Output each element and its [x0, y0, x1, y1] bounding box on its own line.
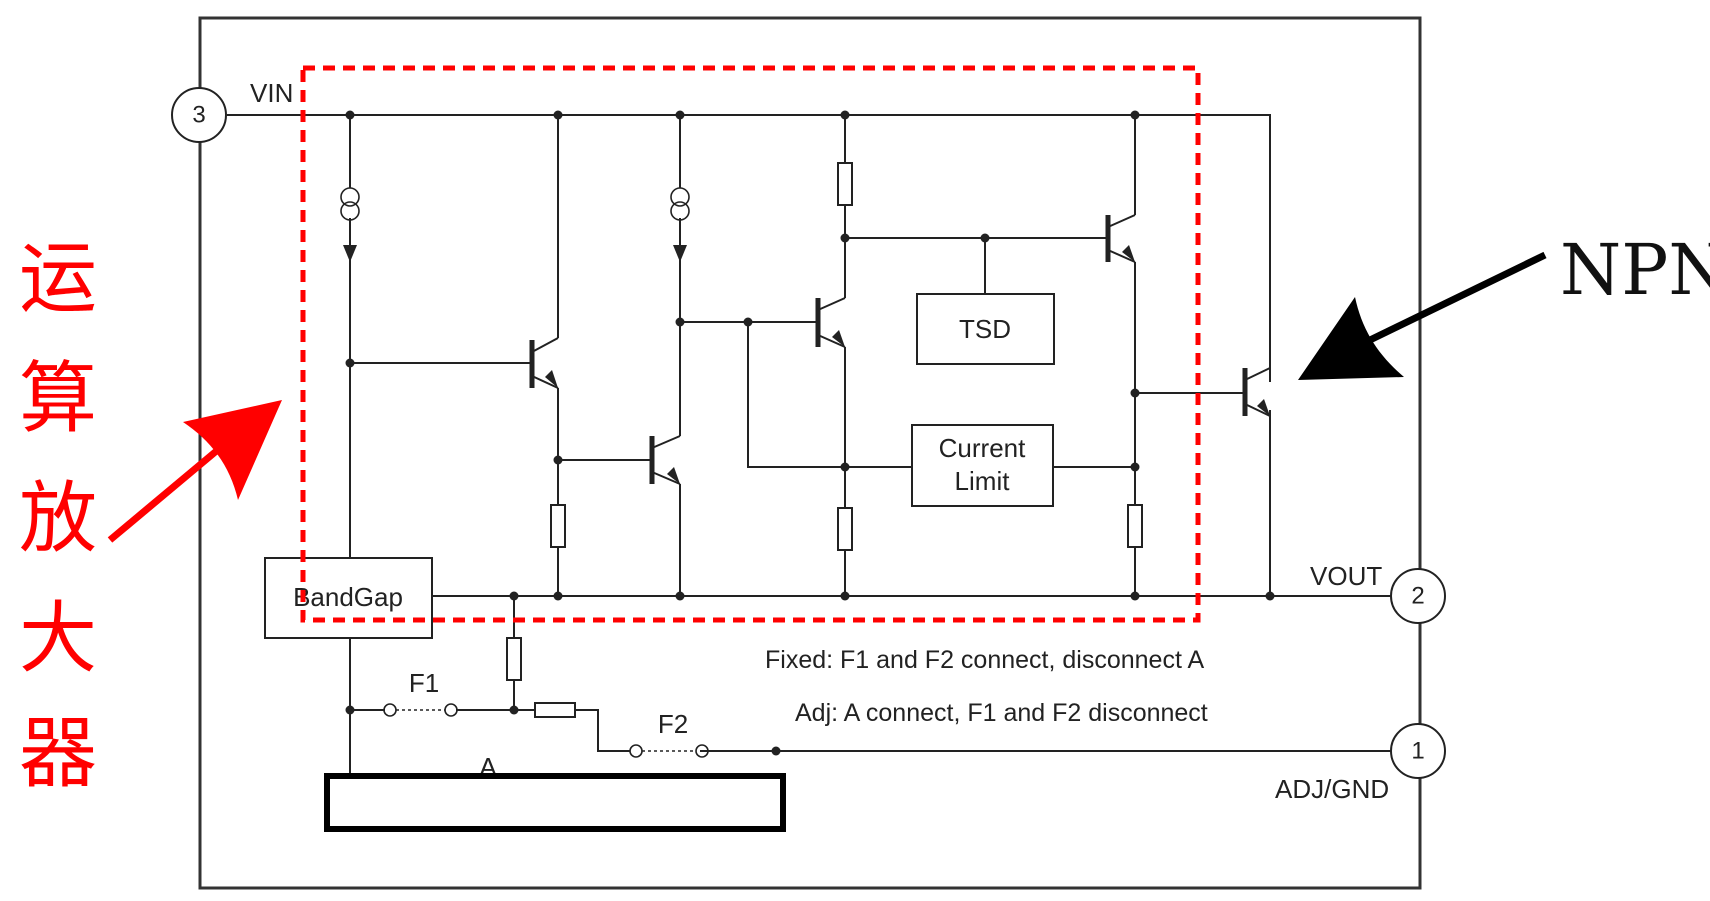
pin-vin: 3 VIN: [171, 78, 293, 143]
op-amp-char-3: 放: [19, 474, 97, 564]
wiring: [227, 114, 1393, 775]
pin-vin-number: 3: [192, 102, 205, 129]
pin-adj-label: ADJ/GND: [1275, 774, 1389, 804]
transistor-output-npn: [1242, 367, 1271, 417]
transistor-q4: [1105, 214, 1136, 263]
op-amp-region: [300, 65, 1201, 623]
red-arrow: [107, 400, 282, 543]
transistor-q2: [649, 435, 681, 485]
fuse-f2-label: F2: [658, 709, 688, 739]
transistor-q3: [815, 297, 846, 348]
current-limit-block: Current Limit: [911, 424, 1054, 507]
fuse-f1: F1: [383, 668, 458, 717]
pin-vout-number: 2: [1411, 583, 1424, 610]
op-amp-char-2: 算: [19, 354, 97, 444]
package-outline: [198, 16, 1422, 890]
op-amp-label: 运 算 放 大 器: [19, 234, 97, 799]
black-arrow: [1298, 251, 1547, 380]
black-rectangle: [324, 773, 786, 832]
bandgap-label: BandGap: [293, 582, 403, 612]
op-amp-char-1: 运: [19, 234, 97, 324]
pin-vin-label: VIN: [250, 78, 293, 108]
op-amp-char-5: 器: [19, 709, 97, 799]
tsd-block: TSD: [916, 293, 1055, 365]
pin-vout: 2 VOUT: [1310, 561, 1446, 624]
note-adj: Adj: A connect, F1 and F2 disconnect: [795, 699, 1208, 727]
note-fixed: Fixed: F1 and F2 connect, disconnect A: [765, 646, 1204, 674]
transistor-q1: [529, 337, 559, 389]
npn-label: NPN: [1560, 229, 1710, 311]
fuse-f1-label: F1: [409, 668, 439, 698]
current-limit-label-line1: Current: [939, 433, 1026, 463]
current-source-2: [670, 187, 690, 262]
resistors: [506, 162, 1143, 718]
bandgap-block: BandGap: [264, 557, 433, 639]
pin-vout-label: VOUT: [1310, 561, 1382, 591]
pin-adj-number: 1: [1411, 738, 1424, 765]
op-amp-char-4: 大: [19, 594, 97, 684]
fuse-f2: F2: [629, 709, 709, 758]
junction-dots: [345, 110, 1275, 756]
current-source-1: [340, 187, 360, 262]
tsd-label: TSD: [959, 314, 1011, 344]
current-limit-label-line2: Limit: [955, 466, 1011, 496]
pin-adj: 1 ADJ/GND: [1275, 723, 1446, 804]
